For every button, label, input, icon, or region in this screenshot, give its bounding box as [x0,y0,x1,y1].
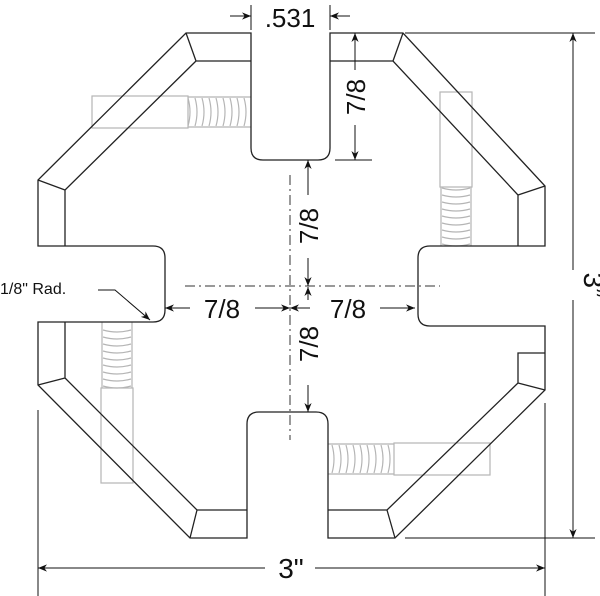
center-top-label: 7/8 [294,208,324,244]
slot-width-label: .531 [265,3,316,33]
springs [91,91,491,484]
chamfer-lines [37,32,546,539]
height-label: 3” [578,273,600,298]
spring-bottom-right [328,442,491,476]
slot-depth-label: 7/8 [341,79,371,115]
spring-left-lower [100,322,134,484]
width-label: 3" [278,553,304,584]
center-bottom-label: 7/8 [294,326,324,362]
center-right-label: 7/8 [330,294,366,324]
dimension-lines [37,5,595,596]
spring-top-left [91,95,251,129]
spring-right-upper [439,91,473,247]
dimension-labels: .531 7/8 7/8 7/8 7/8 7/8 3” 3" 1/8" Rad. [0,3,600,584]
radius-note: 1/8" Rad. [0,281,66,298]
center-left-label: 7/8 [204,294,240,324]
